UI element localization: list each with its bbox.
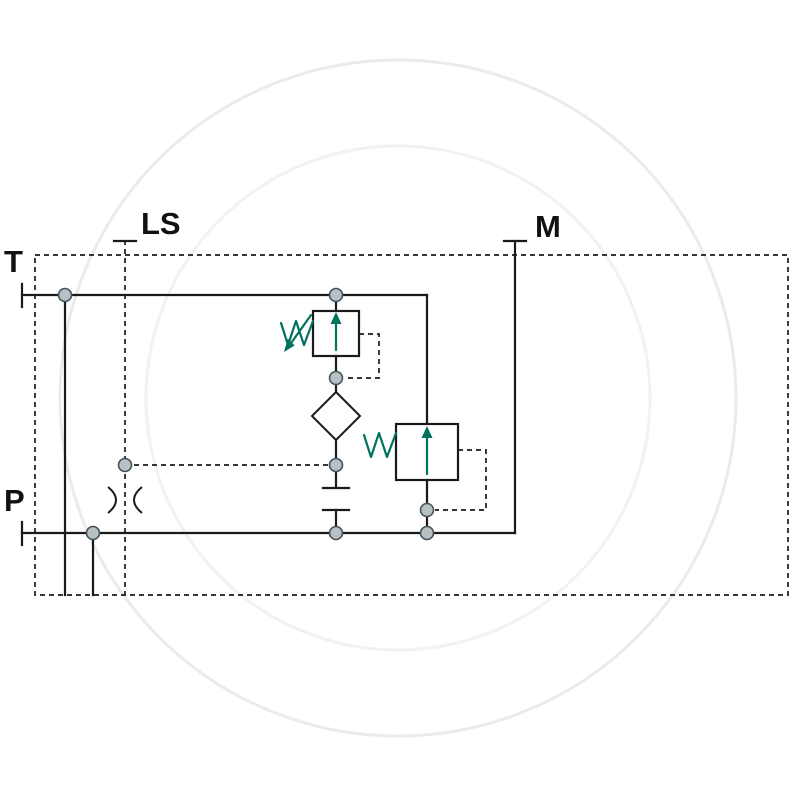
watermark-inner-circle: [144, 144, 652, 652]
enclosure-boundary: [34, 254, 789, 596]
junction-node: [85, 525, 101, 541]
valve1-adjust-arrow-shaft: [287, 313, 313, 348]
fixed-orifice-icon: [107, 486, 143, 514]
junction-node: [328, 525, 344, 541]
port-ls-label: LS: [141, 206, 181, 241]
junction-node: [419, 502, 435, 518]
valve2-flow-arrow-head: [421, 426, 433, 438]
orifice-right-arc: [133, 486, 143, 514]
junction-node: [117, 457, 133, 473]
relief-valve-right: [362, 422, 487, 535]
valve1-spring-icon: [279, 319, 315, 347]
valve1-adjust-arrow-head: [284, 338, 295, 352]
junction-node: [419, 525, 435, 541]
valve1-pilot-line: [344, 333, 380, 379]
port-p-label: P: [4, 483, 25, 518]
relief-valve-top: [279, 293, 380, 394]
watermark-logo: [58, 58, 738, 738]
port-m-label: M: [535, 209, 561, 244]
watermark-outer-circle: [58, 58, 738, 738]
port-t-label: T: [4, 244, 23, 279]
valve2-pilot-line: [435, 449, 487, 511]
valve2-spring-icon: [362, 431, 398, 459]
junction-node: [328, 457, 344, 473]
filter-diamond-icon: [310, 390, 362, 442]
orifice-left-arc: [107, 486, 117, 514]
junction-node: [328, 370, 344, 386]
junction-node: [57, 287, 73, 303]
valve1-flow-arrow-head: [330, 312, 342, 324]
junction-nodes: [57, 287, 435, 541]
junction-node: [328, 287, 344, 303]
